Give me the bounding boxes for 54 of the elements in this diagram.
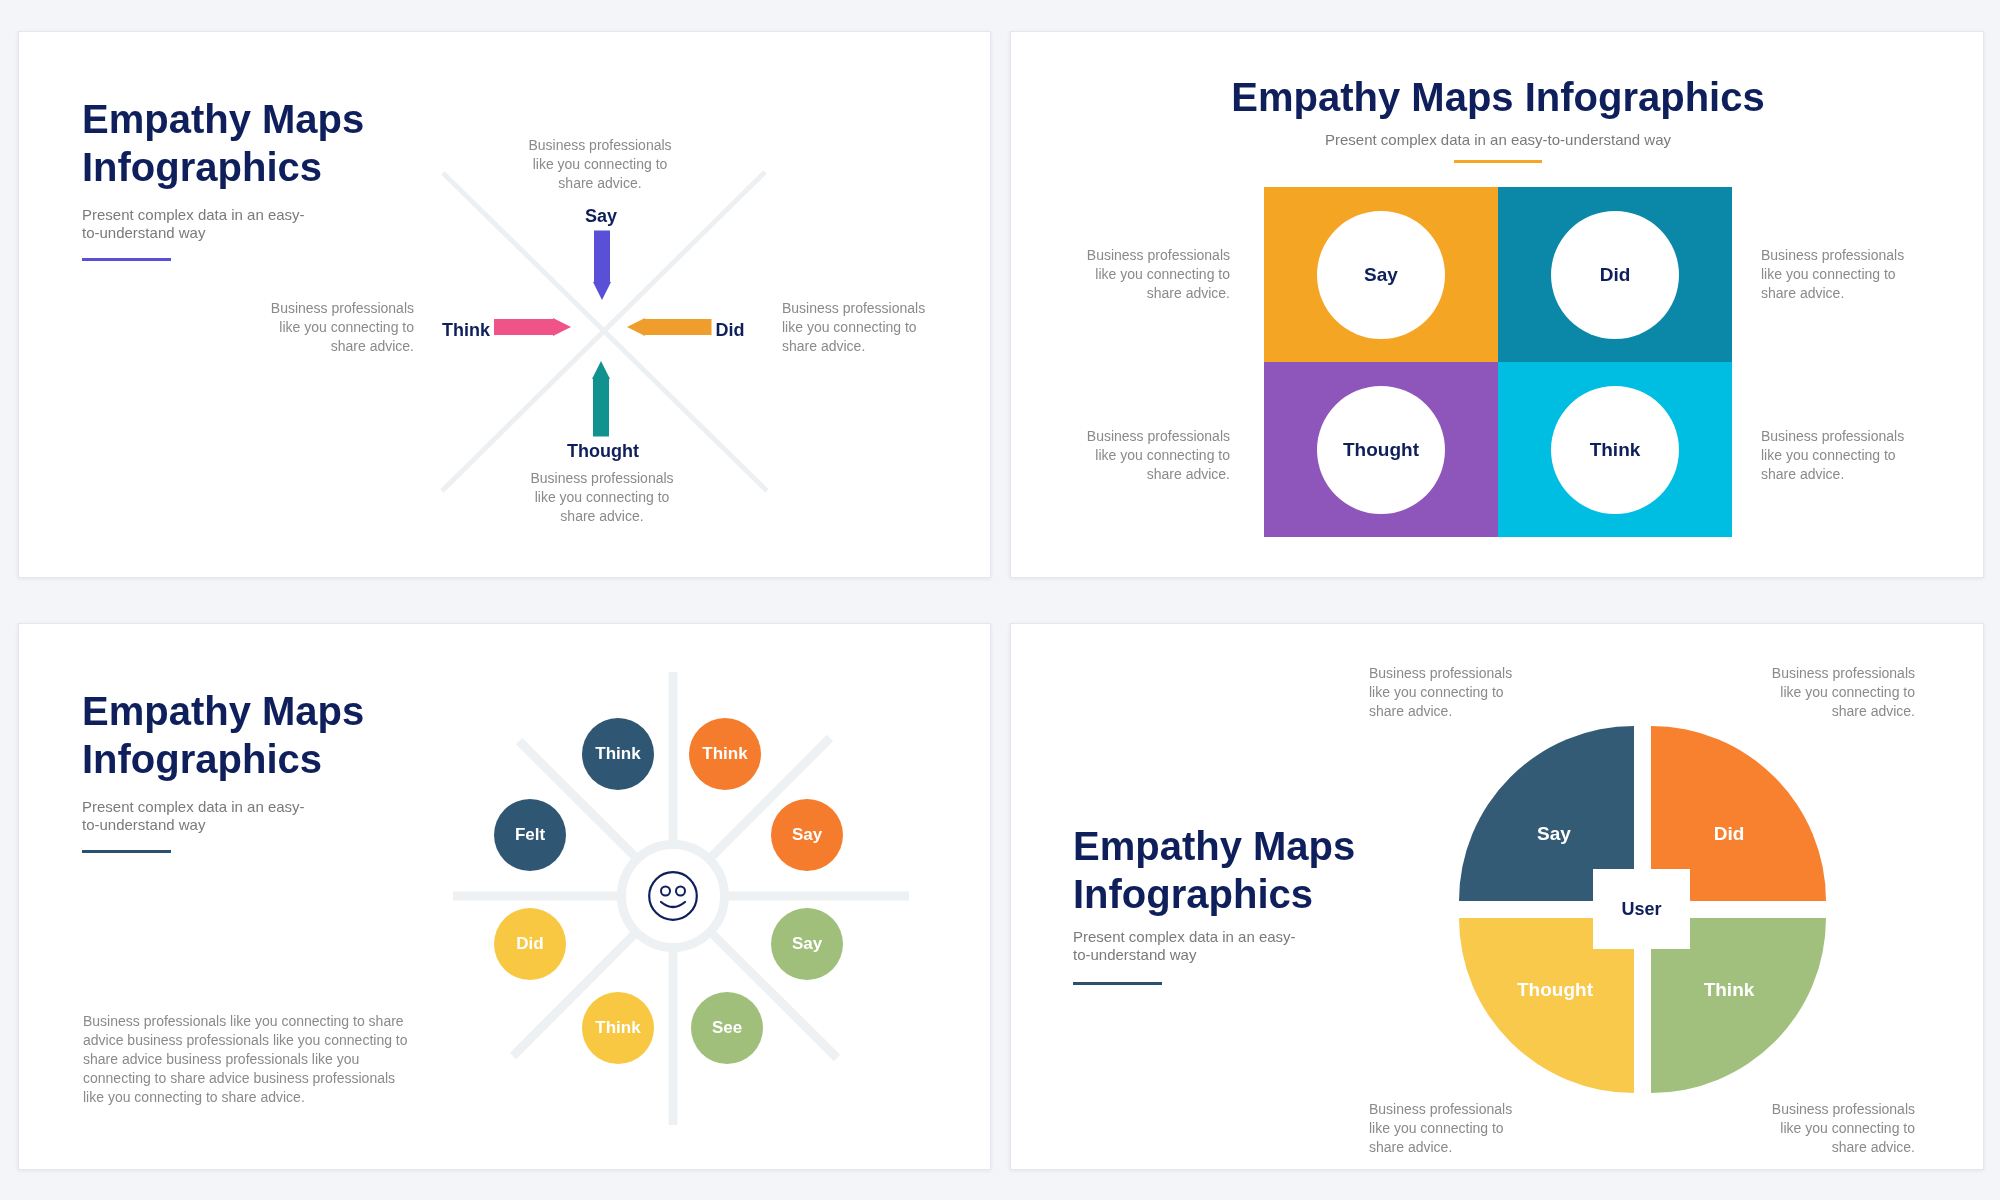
color-tile xyxy=(1498,362,1732,537)
description-text: Business professionals like you connecting to share advice. xyxy=(1761,246,1906,303)
pie-segment: Did xyxy=(1651,726,1826,901)
slide-subtitle: Present complex data in an easy-to-understand way xyxy=(1325,131,1671,149)
category-label: Thought xyxy=(567,440,639,462)
description-text: Business professionals like you connecting to share advice. xyxy=(1770,1100,1915,1157)
category-bubble: Think xyxy=(582,992,654,1064)
description-text: Business professionals like you connecting to share advice. xyxy=(1085,246,1230,303)
center-label: User xyxy=(1593,869,1690,949)
description-text: Business professionals like you connecting to share advice. xyxy=(1770,664,1915,721)
pie-segment: Thought xyxy=(1459,918,1634,1093)
description-text: Business professionals like you connecting to share advice. xyxy=(1085,427,1230,484)
description-text: Business professionals like you connecting to share advice. xyxy=(529,469,675,526)
label-disc: Think xyxy=(1551,385,1679,514)
pie-segment: Say xyxy=(1459,726,1634,901)
slide-title: Empathy Maps Infographics xyxy=(1073,823,1357,918)
body-text: Business professionals like you connecting to share advice business professionals like you connecting to share advice business professionals like you connecting to share advice business professionals like you connecting to share advice. xyxy=(83,1012,409,1107)
category-bubble: Think xyxy=(689,718,761,790)
description-text: Business professionals like you connecting to share advice. xyxy=(782,299,927,356)
category-label: Say xyxy=(585,205,617,227)
slide-subtitle: Present complex data in an easy-to-understand way xyxy=(82,798,306,834)
slide-card xyxy=(1010,31,1984,578)
category-label: Think xyxy=(442,319,490,341)
color-tile xyxy=(1264,187,1498,362)
color-tile xyxy=(1498,187,1732,362)
slide-subtitle: Present complex data in an easy-to-understand way xyxy=(1073,928,1297,964)
category-bubble: Think xyxy=(582,718,654,790)
slide-title: Empathy Maps Infographics xyxy=(82,688,366,783)
slide-card xyxy=(18,31,991,578)
description-text: Business professionals like you connecting to share advice. xyxy=(527,136,673,193)
slide-title: Empathy Maps Infographics xyxy=(82,96,366,191)
label-disc: Thought xyxy=(1317,385,1445,514)
color-tile xyxy=(1264,362,1498,537)
description-text: Business professionals like you connecting to share advice. xyxy=(269,299,414,356)
arrow xyxy=(494,318,571,336)
slide-card xyxy=(1010,623,1984,1170)
arrow xyxy=(592,361,610,437)
category-bubble: Say xyxy=(771,799,843,871)
arrow xyxy=(593,230,611,300)
category-bubble: Say xyxy=(771,908,843,980)
category-bubble: Did xyxy=(494,908,566,980)
category-bubble: Felt xyxy=(494,799,566,871)
description-text: Business professionals like you connecting to share advice. xyxy=(1761,427,1906,484)
slide-title: Empathy Maps Infographics xyxy=(1231,74,1765,121)
pie-segment: Think xyxy=(1651,918,1826,1093)
slide-subtitle: Present complex data in an easy-to-understand way xyxy=(82,206,306,242)
category-bubble: See xyxy=(691,992,763,1064)
arrow xyxy=(627,318,712,336)
category-label: Did xyxy=(715,319,745,341)
slide-card xyxy=(18,623,991,1170)
label-disc: Say xyxy=(1317,210,1445,339)
description-text: Business professionals like you connecting to share advice. xyxy=(1369,1100,1514,1157)
description-text: Business professionals like you connecting to share advice. xyxy=(1369,664,1514,721)
label-disc: Did xyxy=(1551,210,1679,339)
